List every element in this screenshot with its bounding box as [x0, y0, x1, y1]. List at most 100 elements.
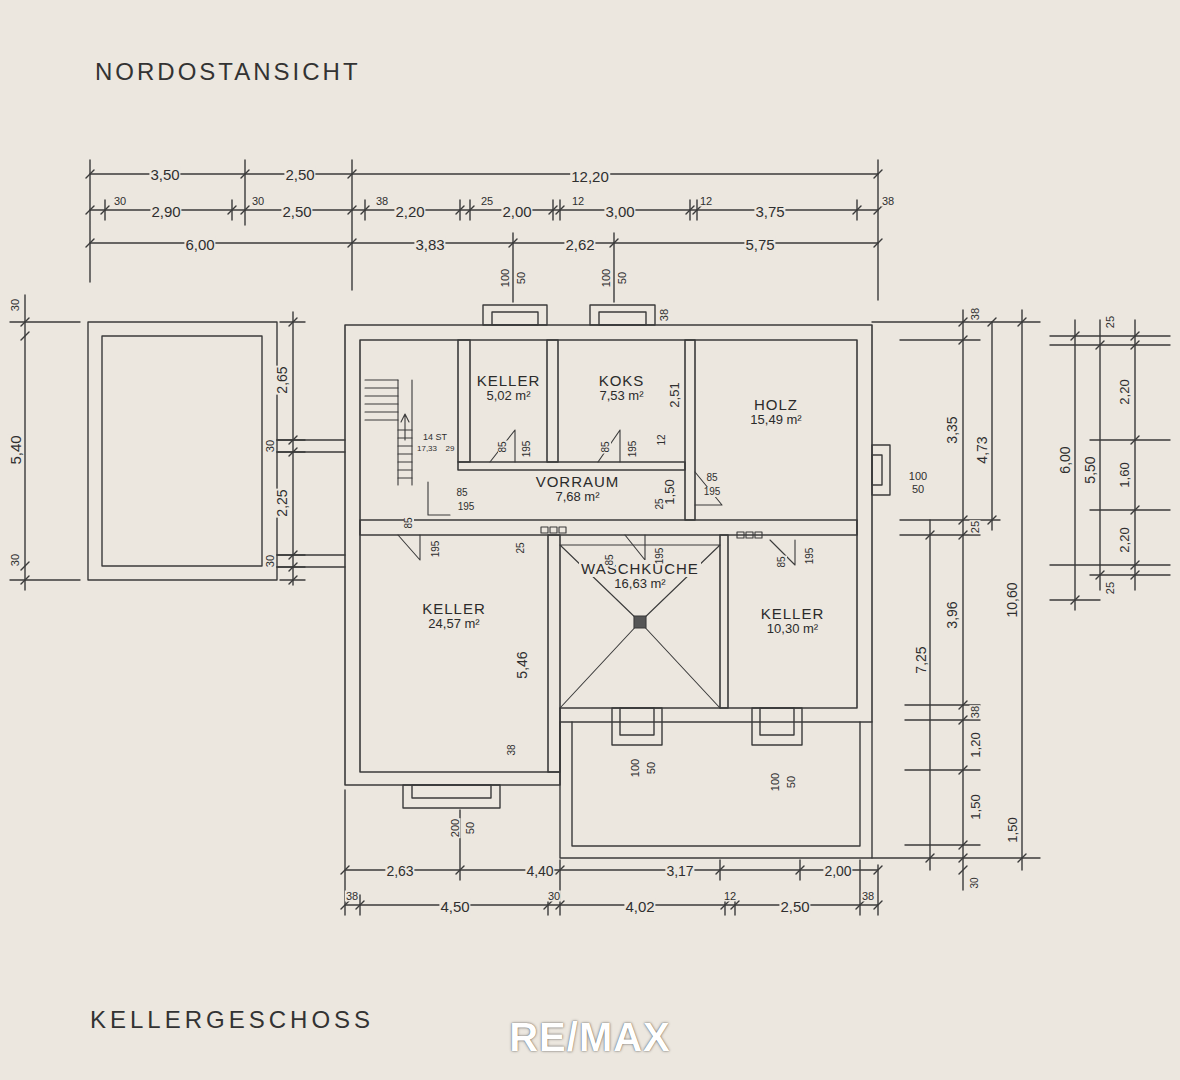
wall [360, 520, 857, 535]
annex-outline [88, 322, 277, 580]
dimension-label: 25 [480, 196, 494, 207]
dimension-label: 7,25 [914, 645, 928, 674]
dimension-label: 12 [723, 891, 737, 902]
wall [720, 535, 728, 708]
dimension-label: 25 [970, 520, 981, 534]
dimension-label: 5,75 [744, 237, 775, 252]
chimney-flue [737, 532, 744, 538]
window [403, 305, 890, 808]
stair [398, 380, 412, 485]
dimension-label: 100 [500, 268, 511, 288]
wall [547, 340, 558, 462]
chimney-flue [541, 527, 548, 533]
dimension-line [10, 295, 305, 590]
dimension-line [86, 170, 882, 247]
dimension-label: 38 [881, 196, 895, 207]
window [760, 708, 794, 735]
dimension-label: 38 [861, 891, 875, 902]
dimension-label: 1,50 [1006, 816, 1019, 843]
door-swing [490, 430, 515, 462]
chimney-flue [550, 527, 557, 533]
dimension-label: 30 [265, 439, 276, 453]
wall [548, 535, 560, 772]
dimension-label: 2,63 [385, 864, 414, 878]
dimension-line [10, 160, 1170, 915]
window [872, 445, 890, 495]
room-name: HOLZ [752, 396, 800, 413]
stair-label: 14 ST [422, 433, 448, 442]
door-swing [428, 482, 450, 515]
annex-outline [102, 336, 262, 566]
dimension-label: 12,20 [570, 169, 610, 184]
dimension-label: 25 [655, 497, 665, 510]
plan-title: NORDOSTANSICHT [95, 58, 361, 86]
window [403, 785, 500, 808]
stair [365, 380, 412, 485]
dimension-label: 200 [450, 818, 461, 838]
dimension-label: 6,00 [184, 237, 215, 252]
dimension-label: 30 [113, 196, 127, 207]
dimension-label: 5,40 [8, 434, 23, 465]
window [483, 305, 547, 325]
dimension-label: 85 [777, 555, 787, 568]
dimension-label: 50 [646, 761, 657, 775]
dimension-label: 85 [601, 440, 611, 453]
stair-label: 29 [445, 445, 456, 453]
dimension-line [872, 322, 1170, 858]
dimension-label: 85 [498, 440, 508, 453]
chimney-flue [755, 532, 762, 538]
dimension-label: 195 [805, 547, 815, 566]
door-swing [695, 472, 722, 505]
dimension-label: 2,50 [779, 899, 810, 914]
dimension-label: 195 [457, 502, 476, 512]
dimension-label: 12 [657, 433, 667, 446]
room-area: 5,02 m² [484, 389, 532, 404]
room: WASCHKÜCHE16,63 m² [560, 545, 720, 708]
room-area: 16,63 m² [612, 577, 667, 592]
room-name: VORRAUM [534, 473, 622, 490]
dimension-label: 2,50 [281, 204, 312, 219]
dimension-label: 1,50 [969, 793, 982, 820]
dimension-label: 2,20 [394, 204, 425, 219]
dimension-label: 100 [908, 471, 928, 482]
light-well [560, 722, 872, 858]
room-name: KELLER [420, 600, 488, 617]
dimension-label: 12 [699, 196, 713, 207]
window [590, 305, 655, 325]
chimney-flue [746, 532, 753, 538]
chimney-flue [541, 527, 762, 538]
room-area: 10,30 m² [765, 622, 820, 637]
dimension-label: 195 [703, 487, 722, 497]
dimension-label: 195 [628, 440, 638, 459]
dimension-label: 2,65 [275, 365, 289, 394]
dimension-label: 5,46 [515, 650, 529, 679]
wall [685, 340, 695, 520]
dimension-line [90, 160, 878, 302]
dimension-label: 3,75 [754, 204, 785, 219]
floor-plan [10, 160, 1170, 915]
room-name: KOKS [597, 372, 647, 389]
floor-drain [634, 616, 646, 628]
room-name: WASCHKÜCHE [579, 560, 701, 577]
light-well [572, 722, 860, 846]
dimension-label: 38 [970, 307, 981, 321]
dimension-label: 50 [516, 271, 527, 285]
dimension-label: 12 [571, 196, 585, 207]
dimension-line [21, 318, 297, 584]
wall [458, 462, 685, 470]
dimension-label: 4,73 [975, 435, 989, 464]
room: KELLER10,30 m² [728, 540, 857, 708]
dimension-label: 38 [375, 196, 389, 207]
chimney-flue [559, 527, 566, 533]
dimension-line [345, 790, 878, 915]
dimension-label: 3,50 [149, 167, 180, 182]
dimension-label: 85 [605, 553, 615, 566]
door-swing [625, 535, 645, 560]
dimension-label: 100 [601, 268, 612, 288]
window [612, 708, 662, 745]
room-name: KELLER [759, 605, 827, 622]
dimension-label: 3,00 [604, 204, 635, 219]
dimension-label: 3,17 [665, 864, 694, 878]
